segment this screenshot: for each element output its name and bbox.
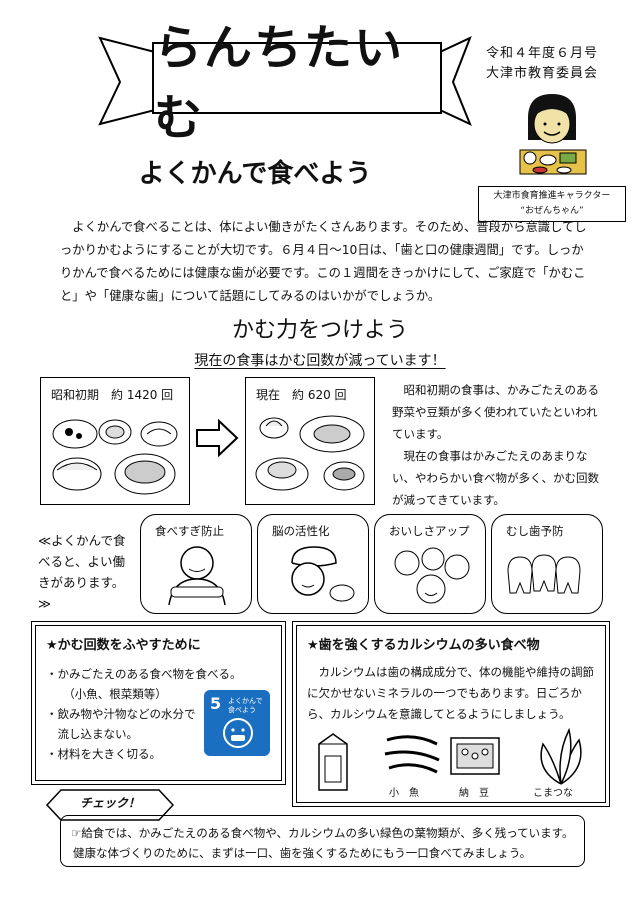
publisher: 大津市教育委員会 (486, 66, 599, 81)
tips-box: ★かむ回数をふやすために ・かみごたえのある食べ物を食べる。 （小魚、根菜類等）… (35, 625, 282, 781)
tips-box-frame (31, 621, 286, 785)
benefit-overeating-prevention: 食べすぎ防止 (140, 514, 252, 614)
smiling-face-icon (223, 718, 253, 748)
tips-heading: ★かむ回数をふやすために (46, 638, 201, 653)
check-line-2: 健康な体づくりのために、まずは一口、歯を強くするためにもう一口食べてみましょう。 (73, 846, 532, 860)
check-line-1: ☞給食では、かみごたえのある食べ物や、カルシウムの多い緑色の葉物類が、多く残って… (71, 826, 574, 840)
calcium-heading: ★歯を強くするカルシウムの多い食べ物 (307, 638, 540, 653)
child-eating-icon (168, 546, 226, 606)
early-showa-meal-box: 昭和初期 約 1420 回 (40, 377, 190, 505)
list-item: ・かみごたえのある食べ物を食べる。 (46, 667, 242, 681)
calcium-text: カルシウムは歯の構成成分で、体の機能や維持の調節に欠かせないミネラルの一つでもあ… (307, 665, 595, 721)
headline: よくかんで食べよう (138, 159, 372, 189)
section-title: かむ力をつけよう (231, 318, 408, 343)
komatsuna-icon (540, 727, 582, 785)
benefit-cavity-prevention: むし歯予防 (491, 514, 603, 614)
food-label-natto: 納 豆 (459, 788, 489, 799)
mascot-caption: 大津市食育推進キャラクター “おぜんちゃん” (478, 186, 626, 222)
benefit-brain-activation: 脳の活性化 (257, 514, 369, 614)
intro-paragraph: よくかんで食べることは、体によい働きがたくさんあります。そのため、普段から意識し… (60, 220, 587, 303)
newsletter-title: らんちたいむ (154, 20, 405, 146)
present-label: 現在 約 620 回 (256, 388, 347, 402)
list-item: 流し込まない。 (46, 727, 138, 741)
smiling-faces-icon (394, 547, 470, 604)
present-meal-icon (255, 415, 365, 491)
comparison-text: 昭和初期の食事は、かみごたえのある野菜や豆類が多く使われていたといわれています。… (392, 383, 599, 507)
benefits-quote: ≪よくかんで食べると、よい働きがあります。≫ (38, 533, 126, 611)
list-item: （小魚、根菜類等） (46, 687, 167, 701)
section-subtitle: 現在の食事はかむ回数が減っています！ (194, 353, 446, 369)
mascot-ozen-chan-icon (519, 94, 587, 175)
natto-icon (450, 737, 500, 775)
milk-carton-icon (318, 733, 348, 791)
early-showa-meal-icon (52, 419, 178, 495)
issue-date: 令和４年度６月号 (486, 46, 599, 61)
calcium-box: ★歯を強くするカルシウムの多い食べ物 カルシウムは歯の構成成分で、体の機能や維持… (296, 625, 606, 803)
issue-info: 令和４年度６月号 大津市教育委員会 (486, 44, 598, 84)
title-banner: らんちたいむ (152, 20, 442, 146)
food-label-komatsuna: こまつな (533, 788, 573, 799)
small-fish-icon (384, 735, 440, 774)
happy-teeth-icon (507, 554, 581, 594)
child-brain-icon (291, 546, 355, 602)
calcium-box-frame (292, 621, 610, 807)
benefit-tastier: おいしさアップ (374, 514, 486, 614)
tips-list: ・かみごたえのある食べ物を食べる。 （小魚、根菜類等） ・飲み物や汁物などの水分… (46, 664, 246, 764)
arrow-right-icon (196, 418, 239, 458)
present-meal-box: 現在 約 620 回 (245, 377, 375, 505)
food-label-small-fish: 小 魚 (389, 788, 419, 799)
check-tag: チェック！ (79, 796, 140, 810)
chew-well-badge: 5 よくかんで 食べよう (204, 690, 270, 756)
check-box: ☞給食では、かみごたえのある食べ物や、カルシウムの多い緑色の葉物類が、多く残って… (60, 815, 585, 867)
early-showa-label: 昭和初期 約 1420 回 (51, 388, 174, 402)
list-item: ・材料を大きく切る。 (46, 747, 161, 761)
list-item: ・飲み物や汁物などの水分で (46, 707, 196, 721)
